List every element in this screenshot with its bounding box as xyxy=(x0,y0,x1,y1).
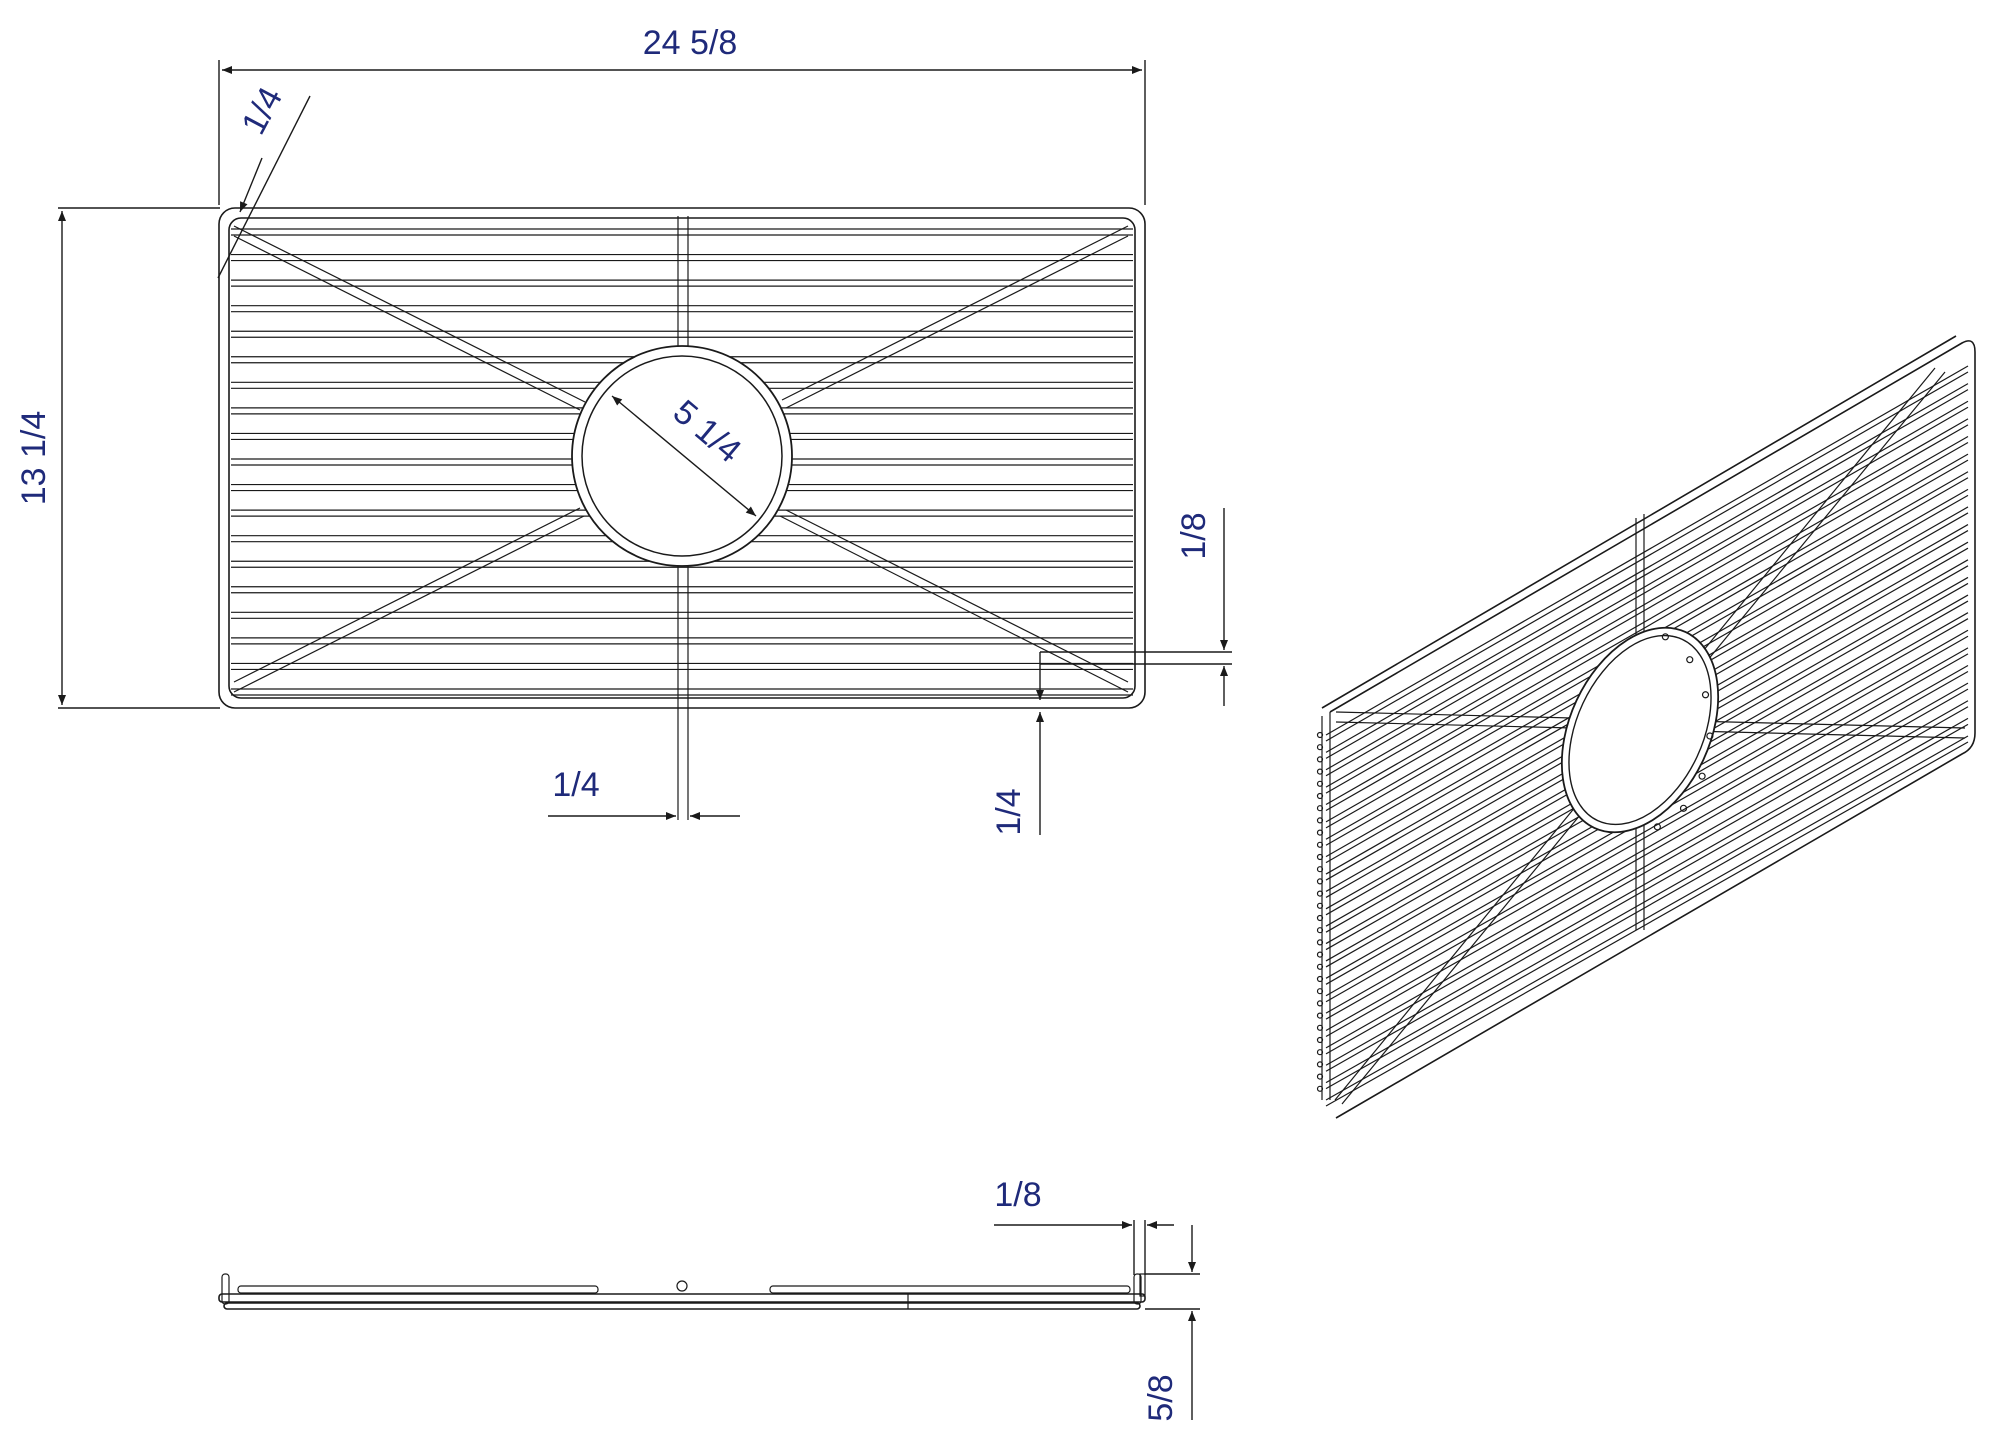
dimension-center-bar: 1/4 xyxy=(548,766,740,820)
label-overall-width: 24 5/8 xyxy=(643,24,738,62)
grid-frame-inner xyxy=(228,217,1136,699)
grid-frame-outer xyxy=(218,207,1146,709)
grid-wires xyxy=(231,228,1133,696)
isometric-feet xyxy=(1316,633,1714,1092)
grid-side-view xyxy=(218,1273,1146,1310)
label-side-top-gap: 1/8 xyxy=(994,1176,1041,1214)
grid-center-bar xyxy=(677,216,689,820)
grid-top-view xyxy=(218,207,1146,820)
iso-drain-ring-inner xyxy=(1568,634,1712,826)
dimension-corner-wire: 1/4 xyxy=(217,81,311,279)
dimension-bottom-offset: 1/4 xyxy=(990,652,1044,836)
grid-diagonal-bars xyxy=(233,225,1129,693)
dimension-side-top-gap: 1/8 xyxy=(994,1176,1174,1275)
grid-isometric-view xyxy=(1316,335,1976,1119)
label-side-height: 5/8 xyxy=(1142,1374,1180,1421)
dimension-overall-height: 13 1/4 xyxy=(15,207,220,709)
drain-ring-inner xyxy=(581,355,783,557)
label-rail-spacing: 1/8 xyxy=(1175,512,1213,559)
label-bottom-offset: 1/4 xyxy=(990,788,1028,835)
label-corner-wire: 1/4 xyxy=(234,81,290,141)
dimension-rail-spacing: 1/8 xyxy=(1040,508,1232,706)
label-overall-height: 13 1/4 xyxy=(15,411,53,506)
dimension-overall-width: 24 5/8 xyxy=(218,24,1146,205)
label-center-bar: 1/4 xyxy=(552,766,599,804)
dimension-side-height: 5/8 xyxy=(1142,1225,1200,1422)
